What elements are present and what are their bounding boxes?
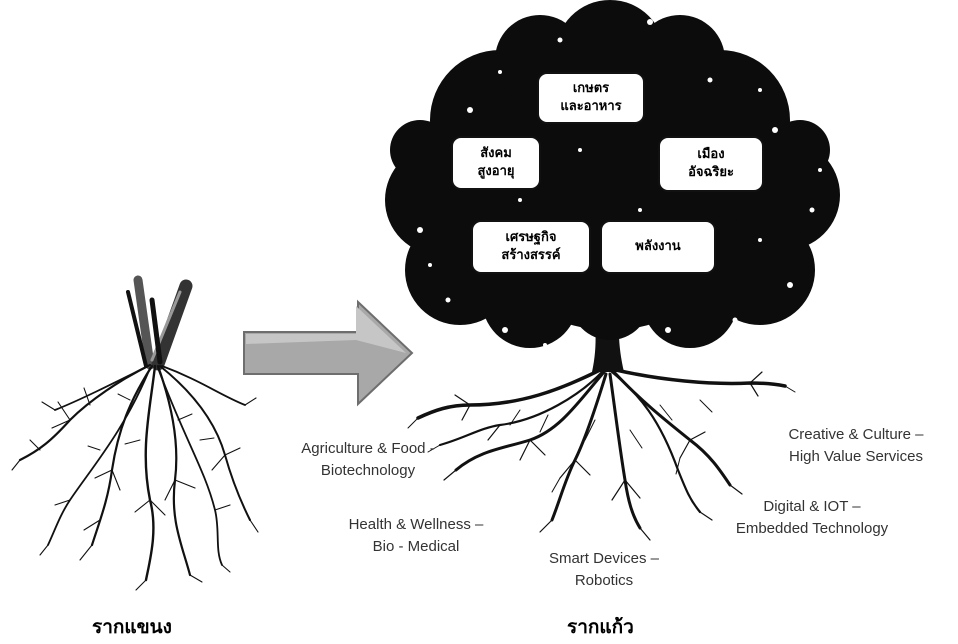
tree-box-line2: และอาหาร: [560, 99, 622, 114]
tree-box-smart-city: เมือง อัจฉริยะ: [658, 136, 764, 192]
root-label-line2: Bio - Medical: [372, 538, 460, 555]
root-label-line1: Digital & IOT –: [763, 498, 861, 515]
root-label-digital-iot: Digital & IOT – Embedded Technology: [700, 496, 924, 540]
transition-arrow: [243, 299, 414, 407]
caption-tap-root: รากแก้ว: [567, 616, 634, 638]
tree-box-line2: อัจฉริยะ: [688, 165, 734, 180]
root-label-health-biomedical: Health & Wellness – Bio - Medical: [318, 514, 514, 558]
root-label-smart-devices-robotics: Smart Devices – Robotics: [519, 548, 689, 592]
root-label-line1: Smart Devices –: [548, 550, 660, 567]
caption-fibrous-root: รากแขนง: [92, 616, 172, 638]
tree-box-line2: สร้างสรรค์: [501, 248, 561, 263]
tree-box-line1: สังคม: [480, 146, 512, 161]
root-label-line1: Creative & Culture –: [788, 426, 924, 443]
tree-box-line1: เกษตร: [572, 81, 610, 96]
tree-box-line1: พลังงาน: [635, 239, 681, 254]
tree-box-agriculture-food: เกษตร และอาหาร: [537, 72, 645, 124]
root-label-line1: Health & Wellness –: [348, 516, 484, 533]
tree-box-aging-society: สังคม สูงอายุ: [451, 136, 541, 190]
tree-box-creative-economy: เศรษฐกิจ สร้างสรรค์: [471, 220, 591, 274]
tree-box-energy: พลังงาน: [600, 220, 716, 274]
root-label-line2: Embedded Technology: [735, 520, 889, 537]
root-label-agriculture-biotech: Agriculture & Food - Biotechnology: [270, 438, 466, 482]
fibrous-root-illustration: [11, 275, 259, 591]
root-label-line1: Agriculture & Food -: [301, 440, 435, 457]
tree-box-line2: สูงอายุ: [477, 164, 515, 179]
root-label-line2: Biotechnology: [320, 462, 416, 479]
root-label-creative-culture: Creative & Culture – High Value Services: [754, 424, 958, 468]
root-label-line2: High Value Services: [789, 448, 923, 465]
tree-box-line1: เมือง: [697, 147, 725, 162]
tree-box-line1: เศรษฐกิจ: [505, 230, 557, 245]
root-label-line2: Robotics: [574, 572, 634, 589]
